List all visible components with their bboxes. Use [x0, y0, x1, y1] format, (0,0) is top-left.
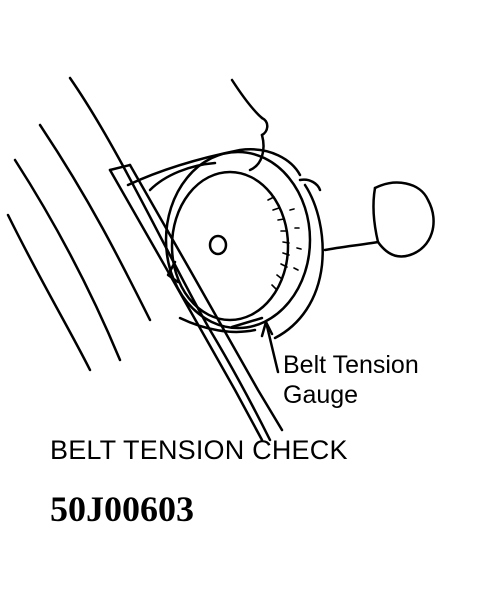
figure-id: 50J00603 [50, 489, 194, 529]
gauge-callout-label: Belt Tension Gauge [283, 350, 419, 410]
gauge-dial-marks [267, 196, 302, 291]
callout-line-2: Gauge [283, 381, 359, 409]
engine-outline [6, 76, 272, 442]
callout-line-1: Belt Tension [283, 351, 419, 379]
hand-right [323, 181, 435, 258]
drive-belt [108, 163, 284, 442]
callout-arrow [230, 316, 280, 374]
figure-caption: BELT TENSION CHECK [50, 435, 348, 465]
hand-upper [126, 78, 302, 187]
belt-tension-gauge [148, 150, 324, 340]
